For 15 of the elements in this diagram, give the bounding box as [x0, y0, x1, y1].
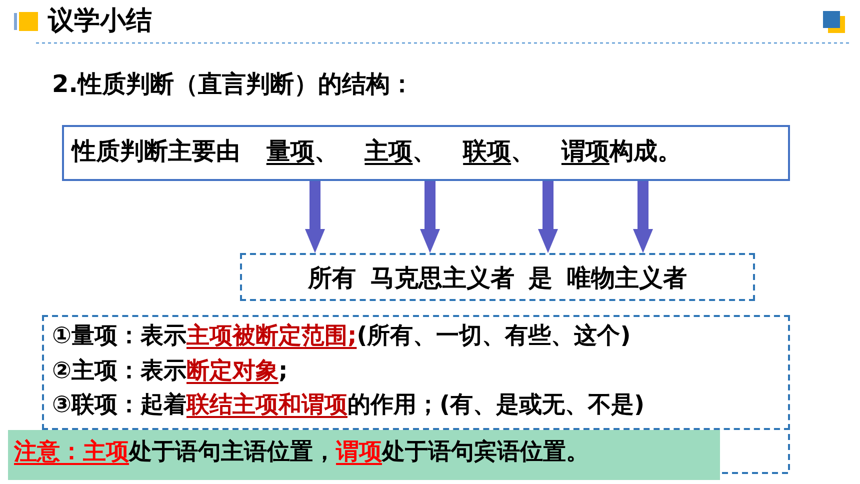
statement-box — [62, 125, 790, 181]
box-text: 所有 马克思主义者 是 唯物主义者 — [306, 264, 688, 293]
arrow — [420, 181, 440, 253]
explanation-line: ①量项：表示主项被断定范围;(所有、一切、有些、这个) — [52, 323, 632, 351]
example-box — [240, 253, 755, 301]
arrow — [305, 181, 325, 253]
box-text: 注意：主项处于语句主语位置，谓项处于语句宾语位置。 — [14, 439, 590, 467]
explanation-line: ②主项：表示断定对象; — [52, 358, 289, 386]
subheading: 2.性质判断（直言判断）的结构： — [52, 70, 414, 99]
arrow — [538, 181, 558, 253]
arrow — [633, 181, 653, 253]
box-text: 性质判断主要由 量项、 主项、 联项、 谓项构成。 — [72, 137, 682, 166]
note-box — [8, 430, 720, 480]
explanation-line: ③联项：起着联结主项和谓项的作用；(有、是或无、不是) — [52, 392, 646, 420]
title: 议学小结 — [48, 6, 152, 38]
